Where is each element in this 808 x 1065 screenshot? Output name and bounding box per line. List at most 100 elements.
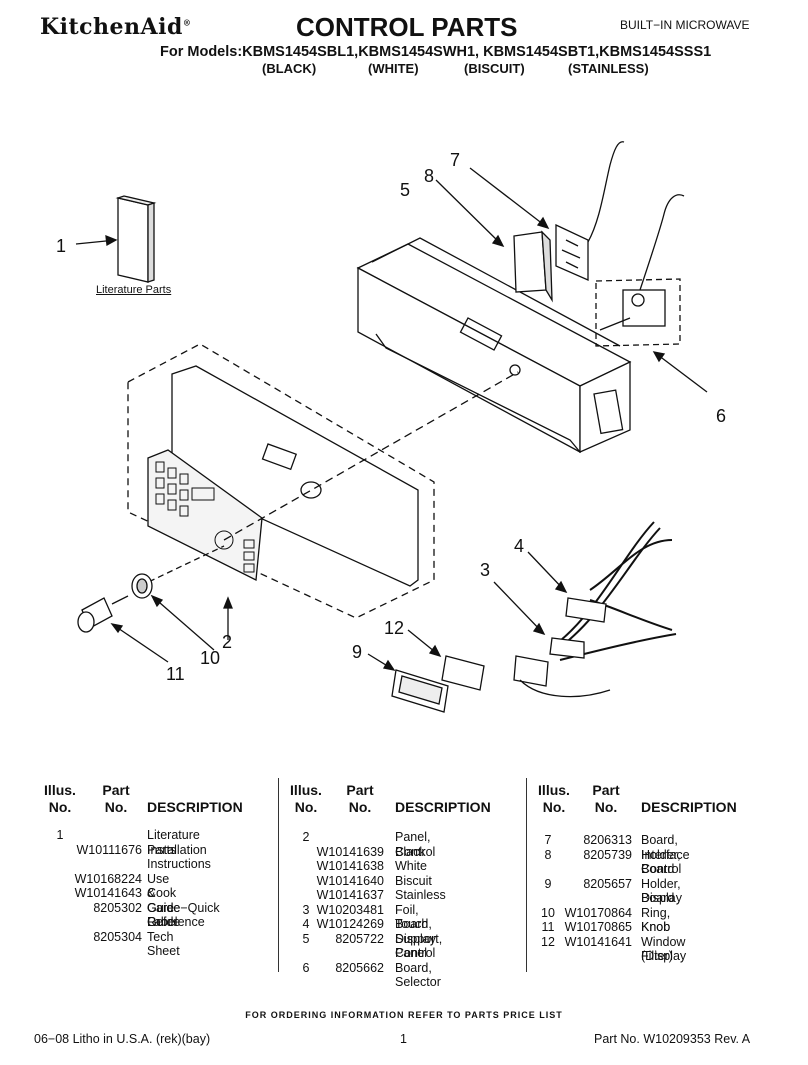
part-number: W10141639 [316,844,384,859]
document-part-number: Part No. W10209353 Rev. A [594,1032,751,1046]
callout-2: 2 [222,632,232,652]
part-number: 8205739 [583,847,632,862]
callout-4: 4 [514,536,524,556]
part-description: Support, Control [395,931,443,961]
column-divider [278,778,279,972]
callout-12: 12 [384,618,404,638]
part-description: Cook Guide Label [147,886,181,929]
literature-booklet [75,195,157,283]
part-number: W10141641 [564,934,632,949]
part-description: Stainless [395,888,446,902]
finish-black: (BLACK) [262,61,317,76]
part-description: Board [641,891,675,905]
part-description: Knob [641,920,671,934]
callout-10: 10 [200,648,220,668]
knob-assembly [77,573,215,663]
part-description: Holder, Display [641,876,682,906]
part-description: Holder, Control [641,847,682,877]
illus-number: 3 [302,902,310,917]
part-number: W10170865 [564,920,632,934]
callout-11: 11 [166,664,185,684]
product-subtitle: BUILT−IN MICROWAVE [620,18,750,32]
exploded-parts-diagram: 1 2 3 4 5 6 7 8 9 10 11 12 [56,141,726,713]
part-description: Board, Interface [641,833,690,862]
illus-number: 9 [544,876,552,891]
part-number: 8205302 [93,900,142,915]
part-number: W10141643 [74,886,142,900]
part-description: Black [395,844,426,859]
part-description: Installation [147,842,207,857]
part-description: Tech Sheet [147,929,180,959]
part-number: W10141640 [316,873,384,888]
part-description: Biscuit [395,873,432,888]
part-description: Board, Selector [395,960,441,990]
column-divider [526,778,527,972]
description-header: DESCRIPTION [395,799,491,815]
part-number: W10124269 [316,917,384,931]
illus-number: 10 [541,905,555,920]
callout-7: 7 [450,150,460,170]
page-title: CONTROL PARTS [296,12,518,42]
illus-number: 12 [541,934,555,949]
part-description: Panel [395,946,427,960]
callout-6: 6 [716,406,726,426]
part-number: 8205304 [93,929,142,944]
illus-no-header: Illus.No. [44,782,76,815]
part-number: 8206313 [583,833,632,847]
selector-board [595,194,708,393]
part-description: Filter) [641,949,673,963]
callout-9: 9 [352,642,362,662]
part-number: 8205722 [335,931,384,946]
interface-board [469,141,625,281]
illus-no-header: Illus.No. [290,782,322,815]
part-description: Instructions [147,857,211,871]
illus-number: 11 [541,920,555,934]
part-description: Reference [147,915,205,929]
control-board-holder [435,179,553,303]
illus-number: 2 [302,830,310,844]
part-number: 8205657 [583,876,632,891]
illus-number: 5 [302,931,310,946]
finish-white: (WHITE) [368,61,419,76]
part-description: Board [641,862,675,876]
callout-3: 3 [480,560,490,580]
part-number: W10141637 [316,888,384,902]
part-description: Use & Care Guide [147,871,181,930]
part-description: Literature Parts [147,828,200,857]
finish-stainless: (STAINLESS) [568,61,649,76]
litho-info: 06−08 Litho in U.S.A. (rek)(bay) [34,1032,211,1046]
literature-parts-label: Literature Parts [96,284,172,296]
part-description: Foil, Touch [395,902,429,932]
page-number: 1 [400,1032,407,1046]
part-description: Window (Display [641,934,687,964]
part-number: W10170864 [564,905,632,920]
illus-number: 1 [56,828,64,842]
brand-logo: KitchenAid® [40,14,192,40]
part-number: W10141638 [316,859,384,873]
description-header: DESCRIPTION [641,799,737,815]
ordering-note: FOR ORDERING INFORMATION REFER TO PARTS … [245,1010,563,1020]
part-description: White [395,859,427,873]
callout-8: 8 [424,166,434,186]
illus-no-header: Illus.No. [538,782,570,815]
control-panel [127,343,519,640]
part-description: Ring, Knob [641,905,671,935]
part-number: 8205662 [335,960,384,975]
illus-number: 4 [302,917,310,931]
model-list: For Models:KBMS1454SBL1,KBMS1454SWH1, KB… [160,44,712,60]
display-holder-and-window [367,629,485,713]
illus-number: 7 [544,833,552,847]
part-number: W10111676 [76,842,142,857]
callout-1: 1 [56,236,66,256]
description-header: DESCRIPTION [147,799,243,815]
finish-biscuit: (BISCUIT) [464,61,525,76]
part-description: Board, Display [395,917,436,946]
part-number: W10203481 [316,902,384,917]
illus-number: 8 [544,847,552,862]
part-description: Panel, Control [395,830,436,859]
control-support [356,237,632,454]
touch-foil-and-display-board [493,521,677,698]
